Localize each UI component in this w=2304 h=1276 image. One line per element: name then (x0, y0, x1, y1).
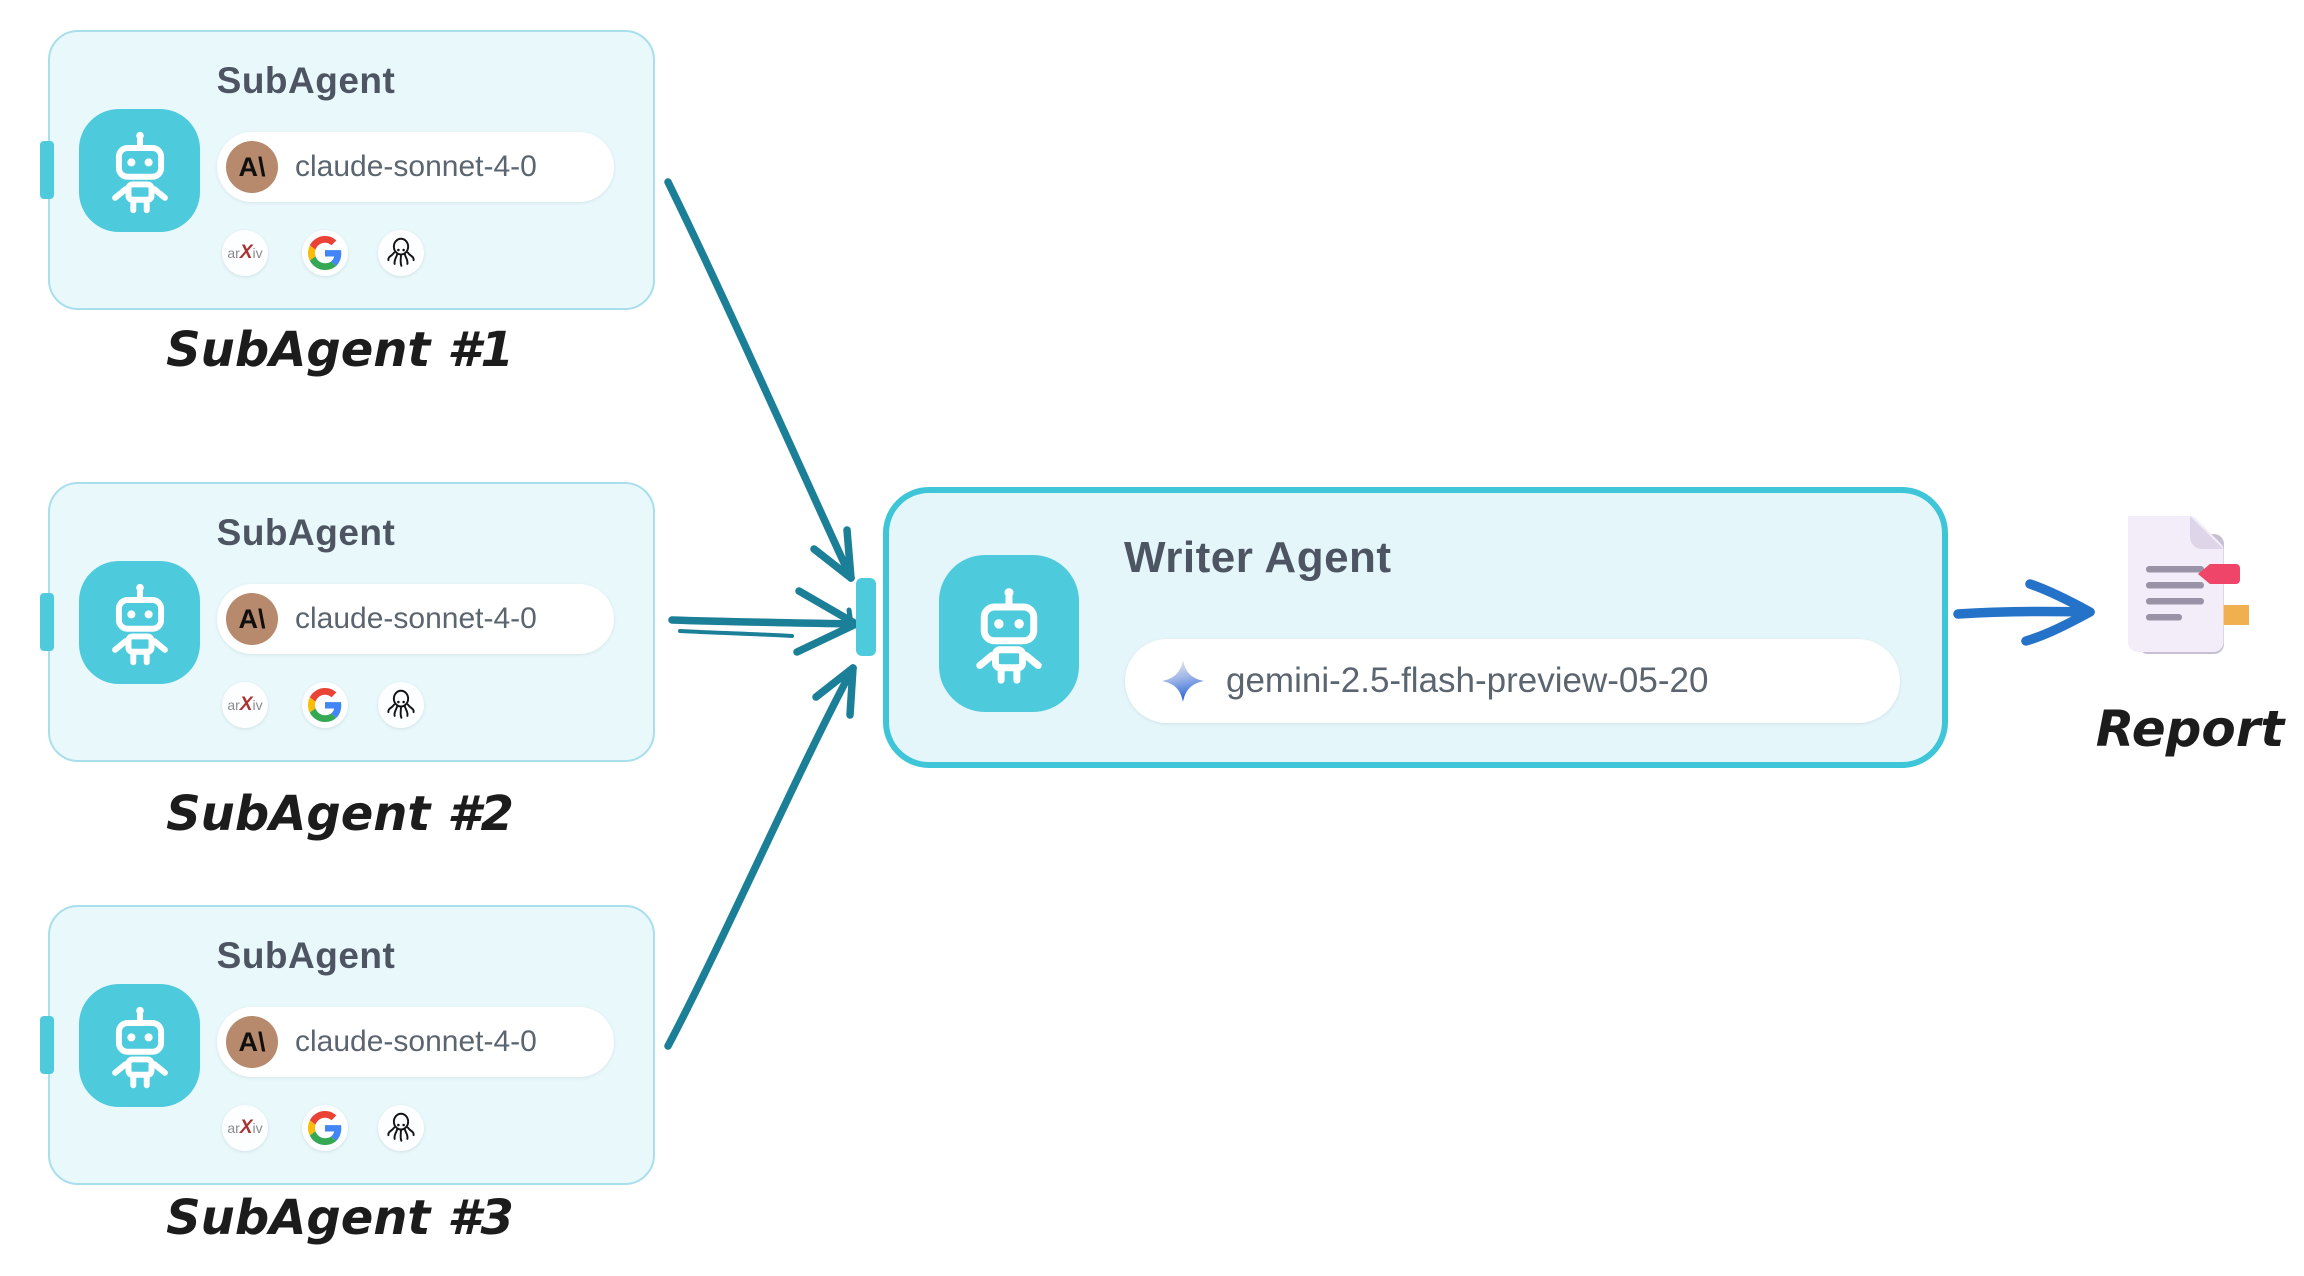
model-name: gemini-2.5-flash-preview-05-20 (1226, 661, 1709, 700)
model-pill: A\ claude-sonnet-4-0 (217, 132, 614, 202)
anthropic-logo-icon: A\ (226, 1016, 278, 1068)
subagent-1-node[interactable]: SubAgent A\ claude-sonnet-4-0 arXiv (48, 30, 655, 310)
subagent-2-title: SubAgent (216, 512, 396, 553)
edge-subagent3-to-writer (664, 664, 857, 1050)
subagent-3-title: SubAgent (216, 935, 396, 976)
report-label: Report (2095, 700, 2285, 758)
robot-icon (79, 561, 200, 684)
edge-subagent2-to-writer (668, 587, 860, 656)
model-pill: gemini-2.5-flash-preview-05-20 (1125, 639, 1900, 723)
report-folded-corner (2190, 516, 2224, 549)
gemini-sparkle-icon (1159, 657, 1207, 705)
writer-agent-node[interactable]: Writer Agent gem (883, 487, 1948, 768)
arxiv-icon: arXiv (222, 1105, 268, 1151)
subagent-1-label: SubAgent #1 (166, 322, 514, 378)
subagent-3-node[interactable]: SubAgent A\ claude-sonnet-4-0 arXiv (48, 905, 655, 1185)
octopus-icon (378, 682, 424, 728)
writer-agent-title: Writer Agent (1124, 533, 1392, 582)
anthropic-logo-icon: A\ (226, 593, 278, 645)
robot-icon (939, 555, 1079, 712)
report-pink-tab (2198, 564, 2240, 584)
subagent-3-handle[interactable] (40, 1016, 54, 1074)
anthropic-logo-icon: A\ (226, 141, 278, 193)
octopus-icon (378, 230, 424, 276)
arxiv-icon: arXiv (222, 230, 268, 276)
writer-agent-handle[interactable] (856, 578, 876, 656)
report-document-icon (2098, 508, 2258, 678)
arxiv-icon: arXiv (222, 682, 268, 728)
subagent-2-node[interactable]: SubAgent A\ claude-sonnet-4-0 arXiv (48, 482, 655, 762)
subagent-2-handle[interactable] (40, 593, 54, 651)
model-name: claude-sonnet-4-0 (295, 602, 537, 635)
subagent-1-title: SubAgent (216, 60, 396, 101)
google-icon (302, 230, 348, 276)
model-pill: A\ claude-sonnet-4-0 (217, 584, 614, 654)
subagent-3-label: SubAgent #3 (166, 1190, 514, 1246)
robot-icon (79, 109, 200, 232)
google-icon (302, 682, 348, 728)
model-name: claude-sonnet-4-0 (295, 1025, 537, 1058)
edge-subagent1-to-writer (664, 178, 855, 582)
model-name: claude-sonnet-4-0 (295, 150, 537, 183)
robot-icon (79, 984, 200, 1107)
edge-writer-to-report (1953, 579, 2095, 646)
octopus-icon (378, 1105, 424, 1151)
model-pill: A\ claude-sonnet-4-0 (217, 1007, 614, 1077)
subagent-2-label: SubAgent #2 (166, 786, 514, 842)
google-icon (302, 1105, 348, 1151)
subagent-1-handle[interactable] (40, 141, 54, 199)
